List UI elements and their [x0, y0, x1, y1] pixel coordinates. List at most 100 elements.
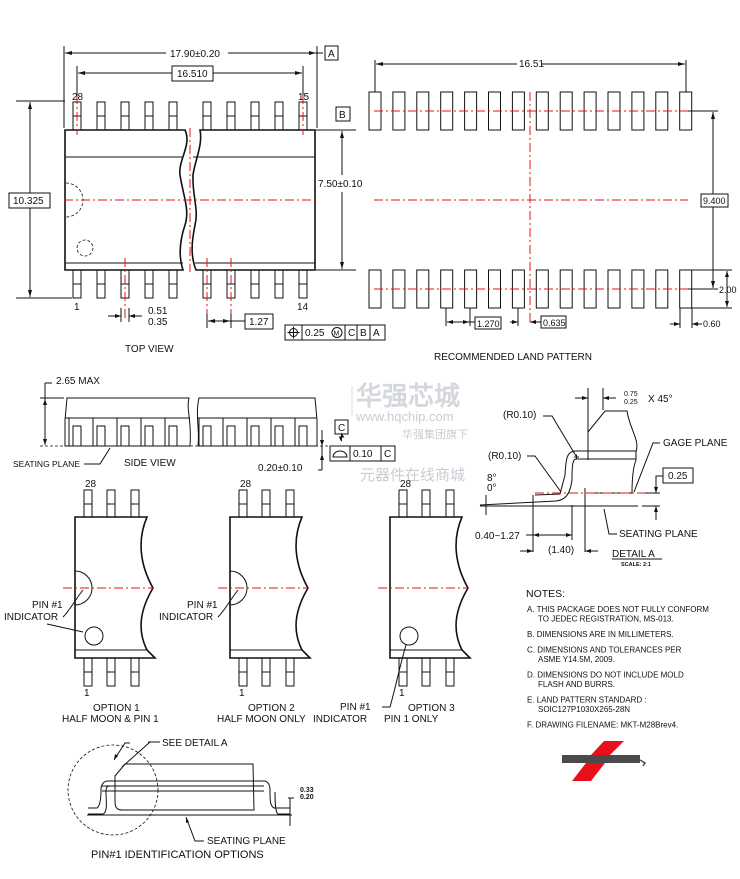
note-line: SOIC127P1030X265-28N [538, 705, 630, 714]
dim-label: 7.50±0.10 [318, 179, 363, 190]
leader-line [46, 623, 84, 633]
note-line: TO JEDEC REGISTRATION, MS-013. [538, 615, 674, 624]
dim-label: (1.40) [548, 545, 574, 556]
top-view-body-right [191, 129, 316, 271]
lead-top-lines [576, 450, 636, 460]
watermark: 华强芯城 www.hqchip.com 华强集团旗下 元器件在线商城 [351, 381, 468, 484]
dim-label: 17.90±0.20 [170, 49, 220, 60]
leader-line [84, 447, 111, 465]
position-icon [287, 326, 300, 339]
seating-plane-label: SEATING PLANE [13, 459, 80, 469]
dim-pad-width: 0.60 [670, 308, 721, 329]
dim-lead-width: 0.51 0.35 [108, 306, 168, 328]
dim-pitch: 1.27 [206, 313, 274, 330]
option-title: OPTION 3 [408, 703, 455, 714]
watermark-url: www.hqchip.com [355, 409, 454, 424]
side-lead [298, 425, 308, 447]
note-line: A. THIS PACKAGE DOES NOT FULLY CONFORM [527, 605, 709, 614]
pin1-dimple [76, 239, 94, 257]
angle-label: 8° [487, 473, 497, 484]
side-lead [96, 425, 106, 447]
pin-number: 28 [72, 92, 84, 103]
side-lead [274, 425, 284, 447]
see-detail-label: SEE DETAIL A [162, 738, 228, 749]
profile-view: SEE DETAIL A 0.33 0.20 SEATING PLANE PIN… [67, 738, 314, 861]
profile-icon [332, 450, 348, 458]
seating-plane-label: SEATING PLANE [619, 529, 698, 540]
logo-wordmark [562, 755, 640, 763]
dim-label: 0.20±0.10 [258, 463, 303, 474]
logo-slash-bottom [572, 763, 605, 781]
note-line: B. DIMENSIONS ARE IN MILLIMETERS. [527, 630, 674, 639]
gage-plane-label: GAGE PLANE [663, 438, 728, 449]
pin-number: 1 [399, 688, 405, 699]
radius-label: (R0.10) [488, 451, 521, 462]
side-body-right [196, 397, 318, 447]
dim-label: 1.270 [477, 319, 500, 329]
side-lead [250, 425, 260, 447]
indicator-label: INDICATOR [4, 612, 58, 623]
side-lead [168, 425, 178, 447]
dim-label: 0.20 [300, 794, 314, 801]
pin-number: 1 [84, 688, 90, 699]
indicator-label: PIN #1 [187, 600, 218, 611]
land-pad-bottom [559, 269, 573, 309]
dim-label: 0.75 [624, 391, 638, 398]
watermark-line2: 元器件在线商城 [360, 467, 465, 484]
side-body-left [64, 397, 191, 447]
leader-line [62, 589, 84, 618]
body-outline [587, 410, 638, 460]
note-line: F. DRAWING FILENAME: MKT-M28Brev4. [527, 721, 678, 730]
indicator-label: INDICATOR [159, 612, 213, 623]
note-line: E. LAND PATTERN STANDARD : [527, 696, 647, 705]
detail-a: 0.75 0.25 X 45° (R0.10) (R0.10) GAGE PLA… [475, 388, 728, 568]
side-view-title: SIDE VIEW [124, 458, 176, 469]
dim-land-span: 16.51 [374, 59, 687, 92]
body-extension-lines [587, 388, 604, 460]
seating-plane-label: SEATING PLANE [207, 836, 286, 847]
fcf-modifier: M [334, 331, 340, 338]
note-line: D. DIMENSIONS DO NOT INCLUDE MOLD [527, 671, 684, 680]
note-line: ASME Y14.5M, 2009. [538, 655, 615, 664]
pin1-dot-indicator [399, 626, 419, 646]
option-title: OPTION 1 [93, 703, 140, 714]
dim-land-pitch: 1.270 [445, 308, 502, 330]
fairchild-logo [562, 741, 647, 781]
top-view-body-left [64, 129, 188, 271]
body-outline [592, 459, 637, 494]
pin-number: 1 [239, 688, 245, 699]
feature-control-frame-profile: 0.10 C [329, 445, 396, 462]
fcf-datum: A [373, 328, 380, 339]
land-pattern: 16.51 9.400 2.00 1.270 0.635 [368, 59, 737, 363]
land-pad-top [559, 91, 573, 131]
fcf-tolerance: 0.10 [353, 449, 373, 460]
top-view-title: TOP VIEW [125, 344, 174, 355]
leader-line [382, 644, 407, 708]
option-subtitle: HALF MOON & PIN 1 [62, 714, 159, 725]
side-lead [120, 425, 130, 447]
half-moon-indicator [229, 570, 248, 606]
dim-label: 0.35 [148, 317, 168, 328]
dim-label: X 45° [648, 394, 673, 405]
side-lead [144, 425, 154, 447]
dim-overall-length: 17.90±0.20 A [63, 45, 339, 128]
dim-pin-span: 16.510 [76, 65, 304, 95]
pin-number: 28 [85, 479, 97, 490]
profile-body [114, 763, 255, 811]
dim-overall-width: 10.325 [8, 100, 72, 299]
dim-label: 0.25 [624, 399, 638, 406]
mmc-icon [331, 327, 343, 338]
profile-lead-top [102, 785, 264, 792]
note-line: FLASH AND BURRS. [538, 680, 615, 689]
datum-a-label: A [328, 49, 335, 60]
dim-label: 0.25 [668, 471, 688, 482]
dim-label: 2.65 MAX [56, 376, 100, 387]
notes: NOTES: A. THIS PACKAGE DOES NOT FULLY CO… [526, 588, 709, 730]
indicator-label: PIN #1 [32, 600, 63, 611]
profile-leads [88, 780, 290, 815]
dim-label: 0.40~1.27 [475, 531, 520, 542]
